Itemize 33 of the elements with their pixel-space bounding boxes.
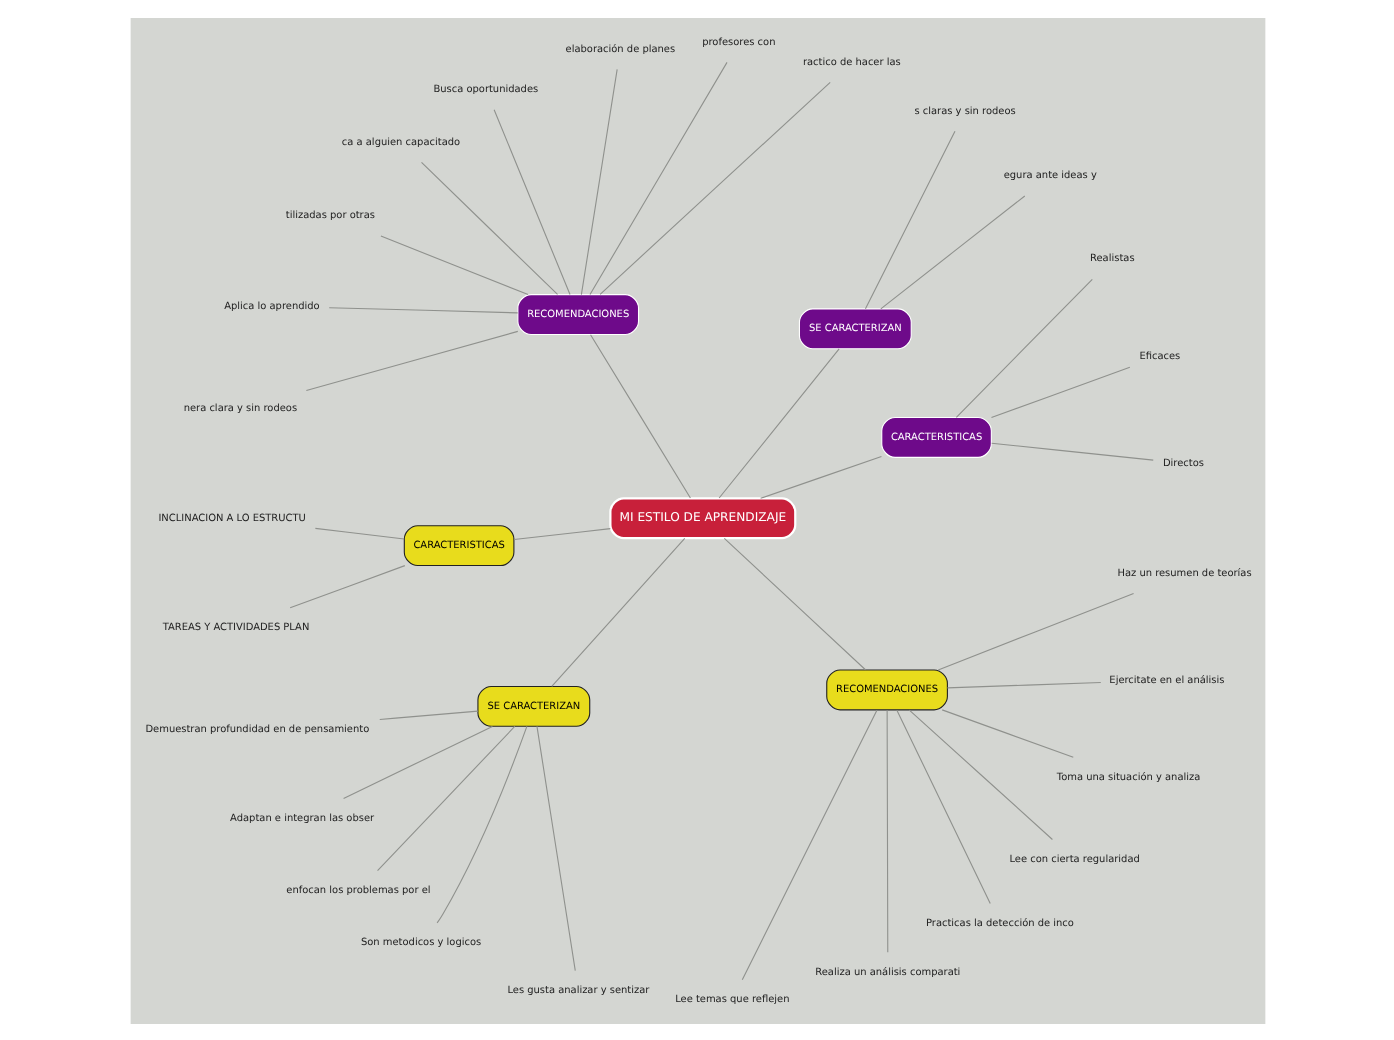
connector	[376, 724, 515, 871]
connector	[990, 441, 1153, 460]
connector	[717, 347, 839, 498]
connector	[759, 454, 881, 498]
connector	[895, 708, 990, 904]
connector	[304, 329, 518, 391]
connector	[885, 708, 888, 952]
connector	[313, 526, 404, 539]
connector	[512, 527, 610, 540]
connector	[945, 680, 1101, 688]
connector	[327, 306, 518, 313]
connector	[535, 724, 575, 971]
connector	[288, 564, 405, 608]
connector	[879, 194, 1025, 309]
connector	[598, 80, 830, 294]
connector	[940, 708, 1073, 757]
connector	[936, 591, 1134, 670]
connector	[954, 277, 1092, 417]
connector	[378, 709, 478, 720]
connector	[550, 536, 685, 686]
connector	[722, 536, 865, 670]
connector	[579, 67, 617, 295]
connector	[589, 333, 690, 498]
connector	[342, 724, 492, 798]
connector	[435, 724, 527, 923]
connector	[419, 160, 558, 294]
connector	[989, 365, 1130, 418]
connector	[740, 708, 877, 980]
connector	[492, 108, 570, 295]
connector	[588, 60, 727, 295]
connector	[863, 129, 955, 309]
connector	[907, 708, 1052, 840]
connector	[379, 234, 528, 295]
